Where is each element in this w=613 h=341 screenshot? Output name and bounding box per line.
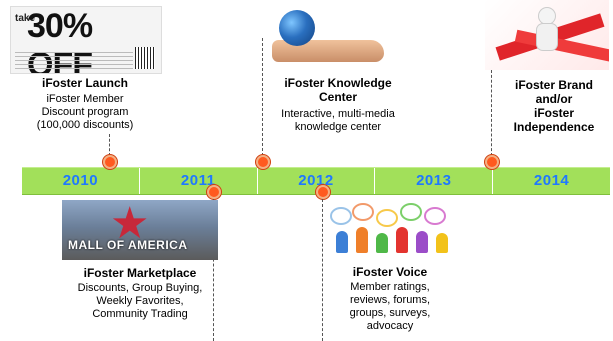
person-icon [376, 233, 388, 253]
marketplace-connector [213, 199, 214, 341]
globe-icon [279, 10, 315, 46]
barcode-icon [135, 47, 155, 69]
launch-connector [109, 134, 110, 156]
figure-body-icon [537, 24, 557, 50]
milestone-dot-voice [316, 185, 330, 199]
person-icon [356, 227, 368, 253]
launch-title: iFoster Launch [41, 76, 128, 90]
marketplace-description: Discounts, Group Buying, Weekly Favorite… [62, 282, 218, 321]
star-icon: ★ [110, 200, 150, 248]
year-2010: 2010 [22, 168, 140, 194]
speech-bubble-icon [330, 207, 352, 225]
voice-connector [322, 199, 323, 341]
launch-desc-line: iFoster Member [46, 93, 124, 105]
mall-sign: MALL OF AMERICA [68, 238, 188, 252]
voice-description: Member ratings, reviews, forums, groups,… [340, 281, 440, 333]
launch-desc-line: Discount program [41, 106, 129, 118]
year-2013: 2013 [375, 168, 494, 194]
figure-head-icon [539, 8, 555, 24]
voice-desc-line: advocacy [366, 320, 414, 332]
brand-title-line: and/or [535, 92, 573, 106]
voice-people-image [326, 203, 462, 261]
knowledge-title: iFoster Knowledge Center [262, 76, 414, 104]
speech-bubble-icon [424, 207, 446, 225]
knowledge-description: Interactive, multi-media knowledge cente… [262, 108, 414, 134]
person-icon [336, 231, 348, 253]
knowledge-desc-line: knowledge center [294, 121, 382, 133]
coupon-image: take 30% OFF [10, 6, 162, 74]
milestone-dot-marketplace [207, 185, 221, 199]
brand-title-line: Independence [513, 120, 595, 134]
person-icon [416, 231, 428, 253]
brand-title-line: iFoster [533, 106, 574, 120]
voice-desc-line: reviews, forums, [349, 294, 431, 306]
coupon-take-text: take [15, 13, 36, 24]
marketplace-desc-line: Community Trading [92, 308, 188, 320]
brand-title-line: iFoster Brand [514, 78, 593, 92]
launch-desc-line: (100,000 discounts) [36, 119, 134, 131]
milestone-dot-launch [103, 155, 117, 169]
knowledge-connector [262, 38, 263, 156]
coupon-fine-print [15, 51, 133, 69]
marketplace-desc-line: Discounts, Group Buying, [77, 282, 203, 294]
brand-connector [491, 70, 492, 156]
marketplace-desc-line: Weekly Favorites, [96, 295, 184, 307]
knowledge-title-line: Center [318, 90, 357, 104]
brand-title: iFoster Brand and/or iFoster Independenc… [498, 78, 610, 134]
milestone-dot-knowledge [256, 155, 270, 169]
voice-title: iFoster Voice [352, 265, 428, 279]
milestone-dot-brand [485, 155, 499, 169]
person-icon [436, 233, 448, 253]
mall-image: ★ MALL OF AMERICA [62, 200, 218, 260]
knowledge-desc-line: Interactive, multi-media [281, 108, 395, 120]
speech-bubble-icon [376, 209, 398, 227]
speech-bubble-icon [400, 203, 422, 221]
year-2012: 2012 [258, 168, 376, 194]
voice-desc-line: Member ratings, [350, 281, 430, 293]
speech-bubble-icon [352, 203, 374, 221]
voice-desc-line: groups, surveys, [349, 307, 431, 319]
launch-description: iFoster Member Discount program (100,000… [10, 93, 160, 132]
runner-arrows-image [485, 0, 609, 70]
marketplace-title: iFoster Marketplace [83, 266, 197, 280]
knowledge-title-line: iFoster Knowledge [284, 76, 392, 90]
year-2014: 2014 [533, 172, 570, 189]
year-2011: 2011 [140, 168, 258, 194]
person-icon [396, 227, 408, 253]
